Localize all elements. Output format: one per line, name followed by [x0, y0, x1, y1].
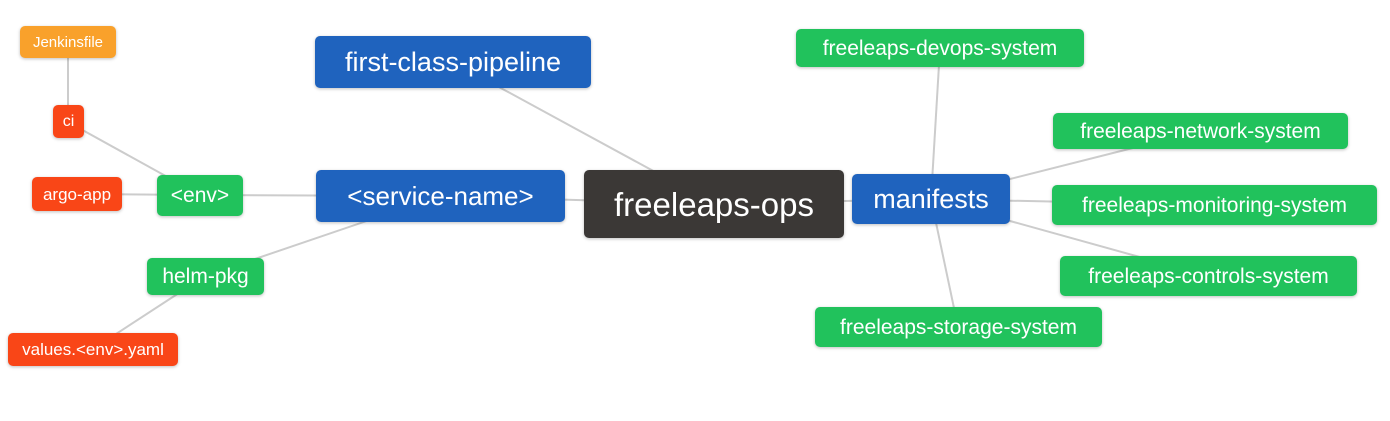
node-first-class-pipeline[interactable]: first-class-pipeline — [315, 36, 591, 88]
node-argo-app[interactable]: argo-app — [32, 177, 122, 211]
node-controls-system[interactable]: freeleaps-controls-system — [1060, 256, 1357, 296]
node-network-system[interactable]: freeleaps-network-system — [1053, 113, 1348, 149]
node-env[interactable]: <env> — [157, 175, 243, 216]
node-monitoring-system[interactable]: freeleaps-monitoring-system — [1052, 185, 1377, 225]
node-service-name[interactable]: <service-name> — [316, 170, 565, 222]
node-freeleaps-ops-root[interactable]: freeleaps-ops — [584, 170, 844, 238]
node-manifests[interactable]: manifests — [852, 174, 1010, 224]
node-devops-system[interactable]: freeleaps-devops-system — [796, 29, 1084, 67]
node-helm-pkg[interactable]: helm-pkg — [147, 258, 264, 295]
node-storage-system[interactable]: freeleaps-storage-system — [815, 307, 1102, 347]
node-ci[interactable]: ci — [53, 105, 84, 138]
edge-manifests-devops — [930, 47, 941, 200]
node-values-env-yaml[interactable]: values.<env>.yaml — [8, 333, 178, 366]
node-jenkinsfile[interactable]: Jenkinsfile — [20, 26, 116, 58]
